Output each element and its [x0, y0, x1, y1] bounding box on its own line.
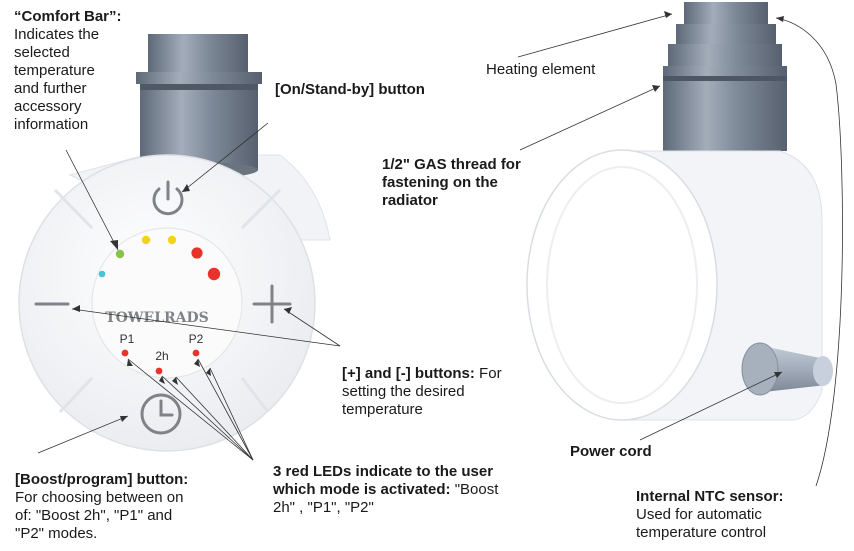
comfort-bar-line: selected [14, 44, 70, 61]
led-p1 [121, 349, 129, 357]
callout-led-extra2 [209, 367, 254, 461]
plus-minus-callout: [+] and [-] buttons: For setting the des… [342, 365, 502, 419]
comfort-bar-line: accessory [14, 98, 82, 115]
plus-minus-title: [+] and [-] buttons: [342, 365, 475, 382]
callout-arrowheads [72, 11, 784, 422]
led-label-p1: P1 [120, 332, 135, 346]
callout-led-p2 [197, 358, 254, 461]
gas-thread-callout: 1/2" GAS thread for fastening on the rad… [382, 156, 521, 210]
callout-led-2h [161, 375, 254, 461]
brand-logo: TOWELRADS [105, 310, 209, 326]
callout-gas-thread [519, 85, 661, 151]
led-p2 [192, 349, 200, 357]
comfort-bar-callout: “Comfort Bar”: Indicates the selected te… [14, 8, 122, 134]
callout-ntc-sensor [775, 17, 843, 487]
led-2h [155, 367, 163, 375]
boost-program-callout: [Boost/program] button: For choosing bet… [15, 471, 188, 543]
comfort-bar-line: information [14, 116, 89, 133]
callout-plus [283, 308, 341, 347]
plus-minus-line: temperature [342, 401, 423, 418]
side-unit [526, 2, 833, 421]
heating-element-label: Heating element [486, 61, 596, 78]
button-segment-divider [240, 377, 270, 413]
power-cord-plug [741, 342, 833, 396]
boost-program-line: of: "Boost 2h", "P1" and [15, 507, 173, 524]
plus-minus-rest: For [474, 365, 502, 382]
comfort-bar-line: temperature [14, 62, 95, 79]
led-cyan [98, 270, 106, 278]
callout-lines [37, 13, 843, 487]
button-segment-divider [53, 188, 94, 230]
plus-minus-line: setting the desired [342, 383, 465, 400]
plus-icon[interactable] [252, 284, 292, 324]
red-leds-callout: 3 red LEDs indicate to the user which mo… [273, 463, 498, 517]
callout-heating-element [517, 13, 673, 58]
boost-program-line: "P2" modes. [15, 525, 98, 542]
led-green [115, 249, 125, 259]
front-unit: TOWELRADS P1 2h P2 [18, 34, 331, 452]
callout-comfort-bar [65, 149, 119, 251]
red-leds-rest: "Boost [450, 481, 499, 498]
callout-led-p1 [127, 358, 254, 461]
comfort-bar-line: Indicates the [14, 26, 100, 43]
front-thread-connector [136, 34, 262, 178]
ntc-sensor-title: Internal NTC sensor: [636, 488, 784, 505]
callout-led-extra1 [175, 376, 254, 461]
callout-minus [71, 308, 341, 347]
led-label-2h: 2h [155, 349, 168, 363]
callout-on-standby [181, 122, 269, 193]
callout-boost-program [37, 415, 129, 454]
boost-program-title: [Boost/program] button: [15, 471, 189, 488]
gas-thread-line: radiator [382, 192, 438, 209]
gas-thread-line: fastening on the [382, 174, 498, 191]
callout-power-cord [639, 371, 783, 441]
led-red [191, 247, 203, 259]
on-standby-label: [On/Stand-by] button [275, 81, 425, 98]
side-housing-edge [546, 166, 698, 404]
clock-icon[interactable] [140, 393, 182, 435]
led-yellow [141, 235, 151, 245]
side-housing-face [526, 149, 718, 421]
led-label-p2: P2 [189, 332, 204, 346]
button-segment-divider [58, 376, 94, 414]
red-leds-title: 3 red LEDs indicate to the user [273, 463, 494, 480]
led-red [207, 267, 221, 281]
comfort-bar-line: and further [14, 80, 87, 97]
heating-element-body [663, 2, 787, 151]
red-leds-title: which mode is activated: [273, 481, 451, 498]
red-leds-line: 2h" , "P1", "P2" [273, 499, 374, 516]
ntc-sensor-line: temperature control [636, 524, 767, 541]
ntc-sensor-callout: Internal NTC sensor: Used for automatic … [636, 488, 784, 542]
button-segment-divider [240, 188, 282, 230]
boost-program-line: For choosing between on [15, 489, 184, 506]
comfort-bar-title: “Comfort Bar”: [14, 8, 122, 25]
display-ring [91, 227, 243, 379]
power-cord-label: Power cord [570, 443, 652, 460]
ntc-sensor-line: Used for automatic [636, 506, 762, 523]
gas-thread-line: 1/2" GAS thread for [382, 156, 521, 173]
led-yellow [167, 235, 177, 245]
power-icon[interactable] [152, 180, 184, 216]
